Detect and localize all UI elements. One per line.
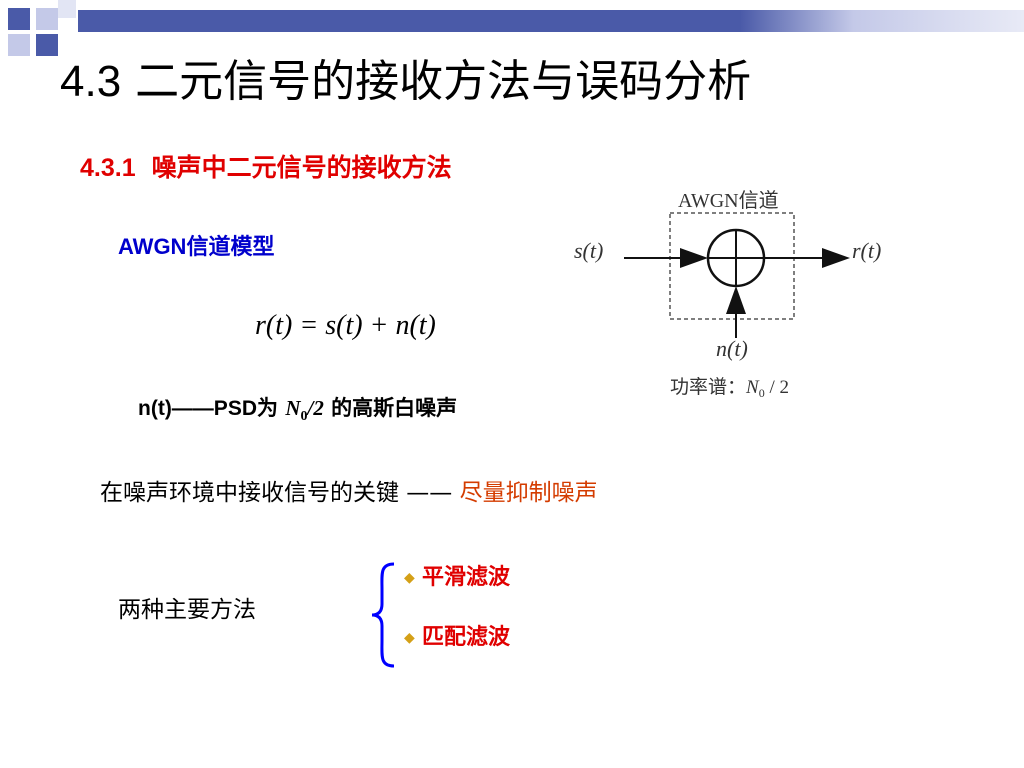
title-bar-light <box>740 10 1024 32</box>
section-number: 4.3.1 <box>80 154 136 182</box>
deco-square <box>58 0 76 18</box>
psd-line: n(t)——PSD为 N0/2 的高斯白噪声 <box>138 392 457 433</box>
equation: r(t) = s(t) + n(t) <box>255 306 436 346</box>
key-highlight: 尽量抑制噪声 <box>459 480 598 506</box>
spectrum-n: N <box>745 377 760 398</box>
spectrum-rest: / 2 <box>765 377 789 398</box>
methods-label: 两种主要方法 <box>118 597 256 623</box>
awgn-channel-diagram: AWGN信道 s(t) r(t) n(t) 功率谱：N0 / 2 <box>574 189 881 400</box>
brace-icon <box>371 562 395 668</box>
input-signal-label: s(t) <box>574 238 603 263</box>
psd-n0-rest: /2 <box>307 396 324 420</box>
decorative-squares <box>0 0 90 65</box>
output-signal-label: r(t) <box>852 238 881 263</box>
psd-n0: N0/2 <box>285 396 324 424</box>
equation-text: r(t) = s(t) + n(t) <box>255 310 436 341</box>
psd-n0-base: N <box>285 396 301 420</box>
channel-box <box>669 212 795 320</box>
key-text: 在噪声环境中接收信号的关键 —— <box>100 480 460 506</box>
method-label: 匹配滤波 <box>422 625 511 650</box>
method-item-smoothing: ◆ 平滑滤波 <box>404 562 510 594</box>
spectrum-text: 功率谱： <box>670 376 746 398</box>
title-bar <box>78 10 1024 32</box>
section-heading: 4.3.1 噪声中二元信号的接收方法 <box>80 150 452 186</box>
diamond-bullet-icon: ◆ <box>404 630 415 646</box>
psd-n0-sub: 0 <box>300 409 308 425</box>
deco-square <box>36 8 58 30</box>
psd-part3: 的高斯白噪声 <box>323 396 458 420</box>
awgn-latin: AWGN <box>118 234 187 259</box>
noise-label: n(t) <box>716 336 748 361</box>
deco-square <box>8 34 30 56</box>
title-text: 二元信号的接收方法与误码分析 <box>135 56 752 107</box>
key-line: 在噪声环境中接收信号的关键 —— 尽量抑制噪声 <box>100 476 598 510</box>
page-title: 4.3 二元信号的接收方法与误码分析 <box>60 52 751 112</box>
method-label: 平滑滤波 <box>422 565 511 590</box>
deco-square <box>36 34 58 56</box>
spectrum-label: 功率谱：N0 / 2 <box>670 376 789 400</box>
awgn-model-label: AWGN信道模型 <box>118 230 274 265</box>
diamond-bullet-icon: ◆ <box>404 570 415 586</box>
title-number: 4.3 <box>60 57 122 106</box>
awgn-text: 信道模型 <box>186 235 275 260</box>
method-item-matched: ◆ 匹配滤波 <box>404 622 510 654</box>
spectrum-sub: 0 <box>759 386 765 400</box>
psd-part2: 为 <box>257 396 286 420</box>
title-bar-dark <box>78 10 741 32</box>
channel-label: AWGN信道 <box>678 189 779 212</box>
psd-part1: n(t)——PSD <box>138 397 257 420</box>
section-text: 噪声中二元信号的接收方法 <box>151 153 452 182</box>
deco-square <box>8 8 30 30</box>
